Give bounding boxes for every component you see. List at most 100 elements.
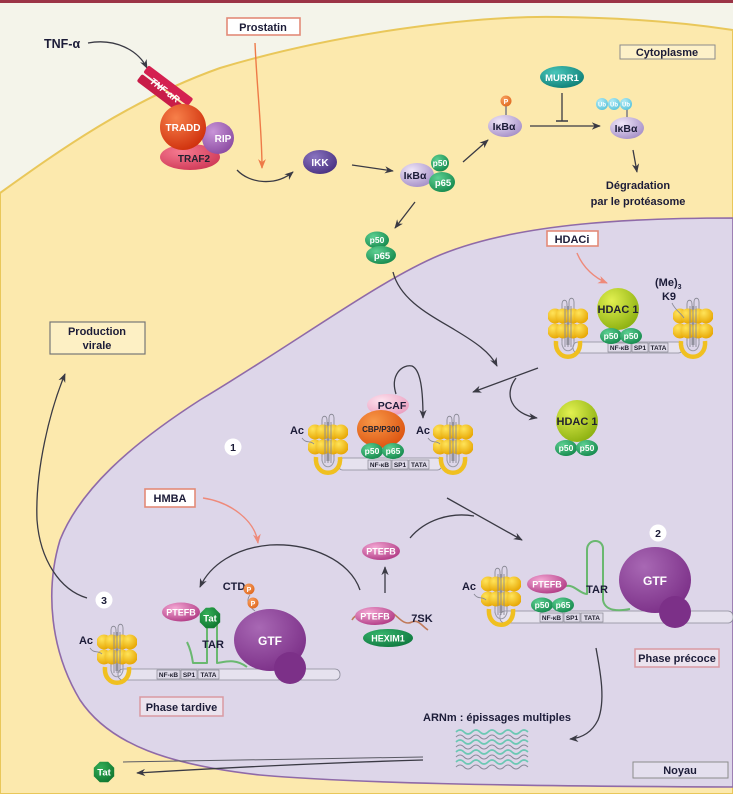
label-frame [546, 230, 599, 247]
p50-label: p50 [370, 235, 385, 245]
step-number-badge [649, 524, 667, 542]
tradd-label: TRADD [166, 123, 201, 134]
bound-ptefb-protein [355, 607, 395, 625]
acetylation-label: Ac [462, 581, 476, 593]
dna-strand [499, 610, 733, 624]
top-border [0, 0, 733, 3]
ubiquitinated-ikba-label: IκBα [615, 123, 638, 135]
p50-subunit [531, 597, 553, 613]
p65-label: p65 [435, 178, 452, 189]
methyl-count: 3 [678, 284, 682, 291]
hdaci-arrow [576, 252, 608, 284]
phosphate-label: P [504, 99, 509, 106]
hmba-box: HMBA [144, 488, 196, 508]
free-ptefb-label: PTEFB [366, 547, 396, 557]
ikk-protein [303, 150, 337, 174]
prostatin-box: Prostatin [226, 17, 301, 36]
sp1-site [563, 612, 581, 623]
receptor-chain [144, 65, 193, 106]
p50-label: p50 [433, 158, 448, 168]
nfkb-site [156, 669, 181, 680]
ikba-nfkb-complex: IκBα p50 p65 [400, 154, 455, 192]
ubiquitin-chain: Ub Ub Ub [596, 98, 632, 110]
hmba-label: HMBA [154, 493, 187, 505]
p50-label: p50 [624, 331, 639, 341]
hexim1-label: HEXIM1 [371, 634, 405, 644]
tar-label: TAR [586, 584, 608, 596]
tat-label: Tat [203, 614, 217, 625]
degradation-label-line2: par le protéasome [591, 196, 686, 208]
viral-production-arrow [36, 373, 88, 599]
nucleus-label-box: Noyau [632, 761, 729, 779]
ubiquitin-icon [608, 98, 620, 110]
mrna-label: ARNm : épissages multiples [423, 712, 571, 724]
mrna-strand [455, 759, 529, 765]
transcription-arrow [569, 647, 603, 742]
ptefb-label: PTEFB [532, 580, 562, 590]
phosphorylation-arrow [462, 139, 489, 163]
nuclear-import-arrow [392, 271, 498, 367]
hdac1-protein [556, 400, 598, 442]
tata-box-label: TATA [201, 672, 217, 679]
p65-label: p65 [556, 600, 571, 610]
histone-tail [301, 437, 315, 445]
gtf-label: GTF [643, 574, 667, 588]
ikk-label: IKK [311, 158, 329, 169]
hdaci-label: HDACi [555, 234, 590, 246]
cytoplasm-label-box: Cytoplasme [619, 44, 716, 60]
mrna-strand [455, 754, 529, 760]
phospho-ikba-protein [488, 115, 522, 137]
production-label-line1: Production [68, 326, 126, 338]
early-phase-label: Phase précoce [638, 653, 716, 665]
ubiquitinated-ikba-protein [610, 117, 644, 139]
prostatin-arrow [254, 42, 266, 169]
methyl-text: (Me) [655, 277, 678, 289]
hdac1-label: HDAC 1 [557, 416, 598, 428]
mrna-strand [455, 744, 529, 750]
rip-label: RIP [215, 134, 232, 145]
p65-subunit [429, 172, 455, 192]
step-number: 3 [101, 595, 107, 607]
p50-subunit [600, 328, 622, 344]
nfkb-site-label: NF-κB [610, 345, 629, 352]
nucleus-region [51, 217, 733, 788]
p50-label: p50 [580, 443, 595, 453]
tnf-binding-arrow [87, 41, 148, 69]
late-phase-label: Phase tardive [146, 702, 218, 714]
ubiquitin-label: Ub [610, 103, 618, 109]
ubiquitin-icon [596, 98, 608, 110]
murr1-inhibition [556, 93, 568, 122]
gtf-label: GTF [258, 634, 282, 648]
sp1-site-label: SP1 [394, 462, 407, 469]
hdac1-label: HDAC 1 [598, 304, 639, 316]
histone-tail [671, 302, 685, 319]
p50-label: p50 [604, 331, 619, 341]
tata-box-label: TATA [411, 462, 427, 469]
label-frame [619, 44, 716, 60]
p65-label: p65 [374, 251, 391, 262]
tar-label: TAR [202, 639, 224, 651]
nfkb-site [539, 612, 564, 623]
hdac1-protein [597, 288, 639, 330]
prostatin-label: Prostatin [239, 22, 287, 34]
label-frame [49, 321, 146, 355]
phosphate-label: P [247, 587, 252, 594]
late-phase-box: Phase tardive [139, 696, 224, 717]
p65-label: p65 [386, 446, 401, 456]
p65-subunit [366, 246, 396, 264]
mrna-export-line [122, 756, 424, 763]
p50-subunit [576, 440, 598, 456]
mrna-strand [455, 729, 529, 735]
murr1-label: MURR1 [545, 73, 579, 84]
production-label-line2: virale [83, 340, 112, 352]
hmba-arrow [202, 497, 261, 544]
tat-protein [93, 761, 115, 783]
free-nfkb: p50 p65 [365, 231, 396, 264]
label-frame [139, 696, 224, 717]
tata-box [408, 459, 430, 470]
sp1-site [631, 342, 649, 353]
bound-ptefb-label: PTEFB [360, 612, 390, 622]
label-frame [144, 488, 196, 508]
label-frame [226, 17, 301, 36]
